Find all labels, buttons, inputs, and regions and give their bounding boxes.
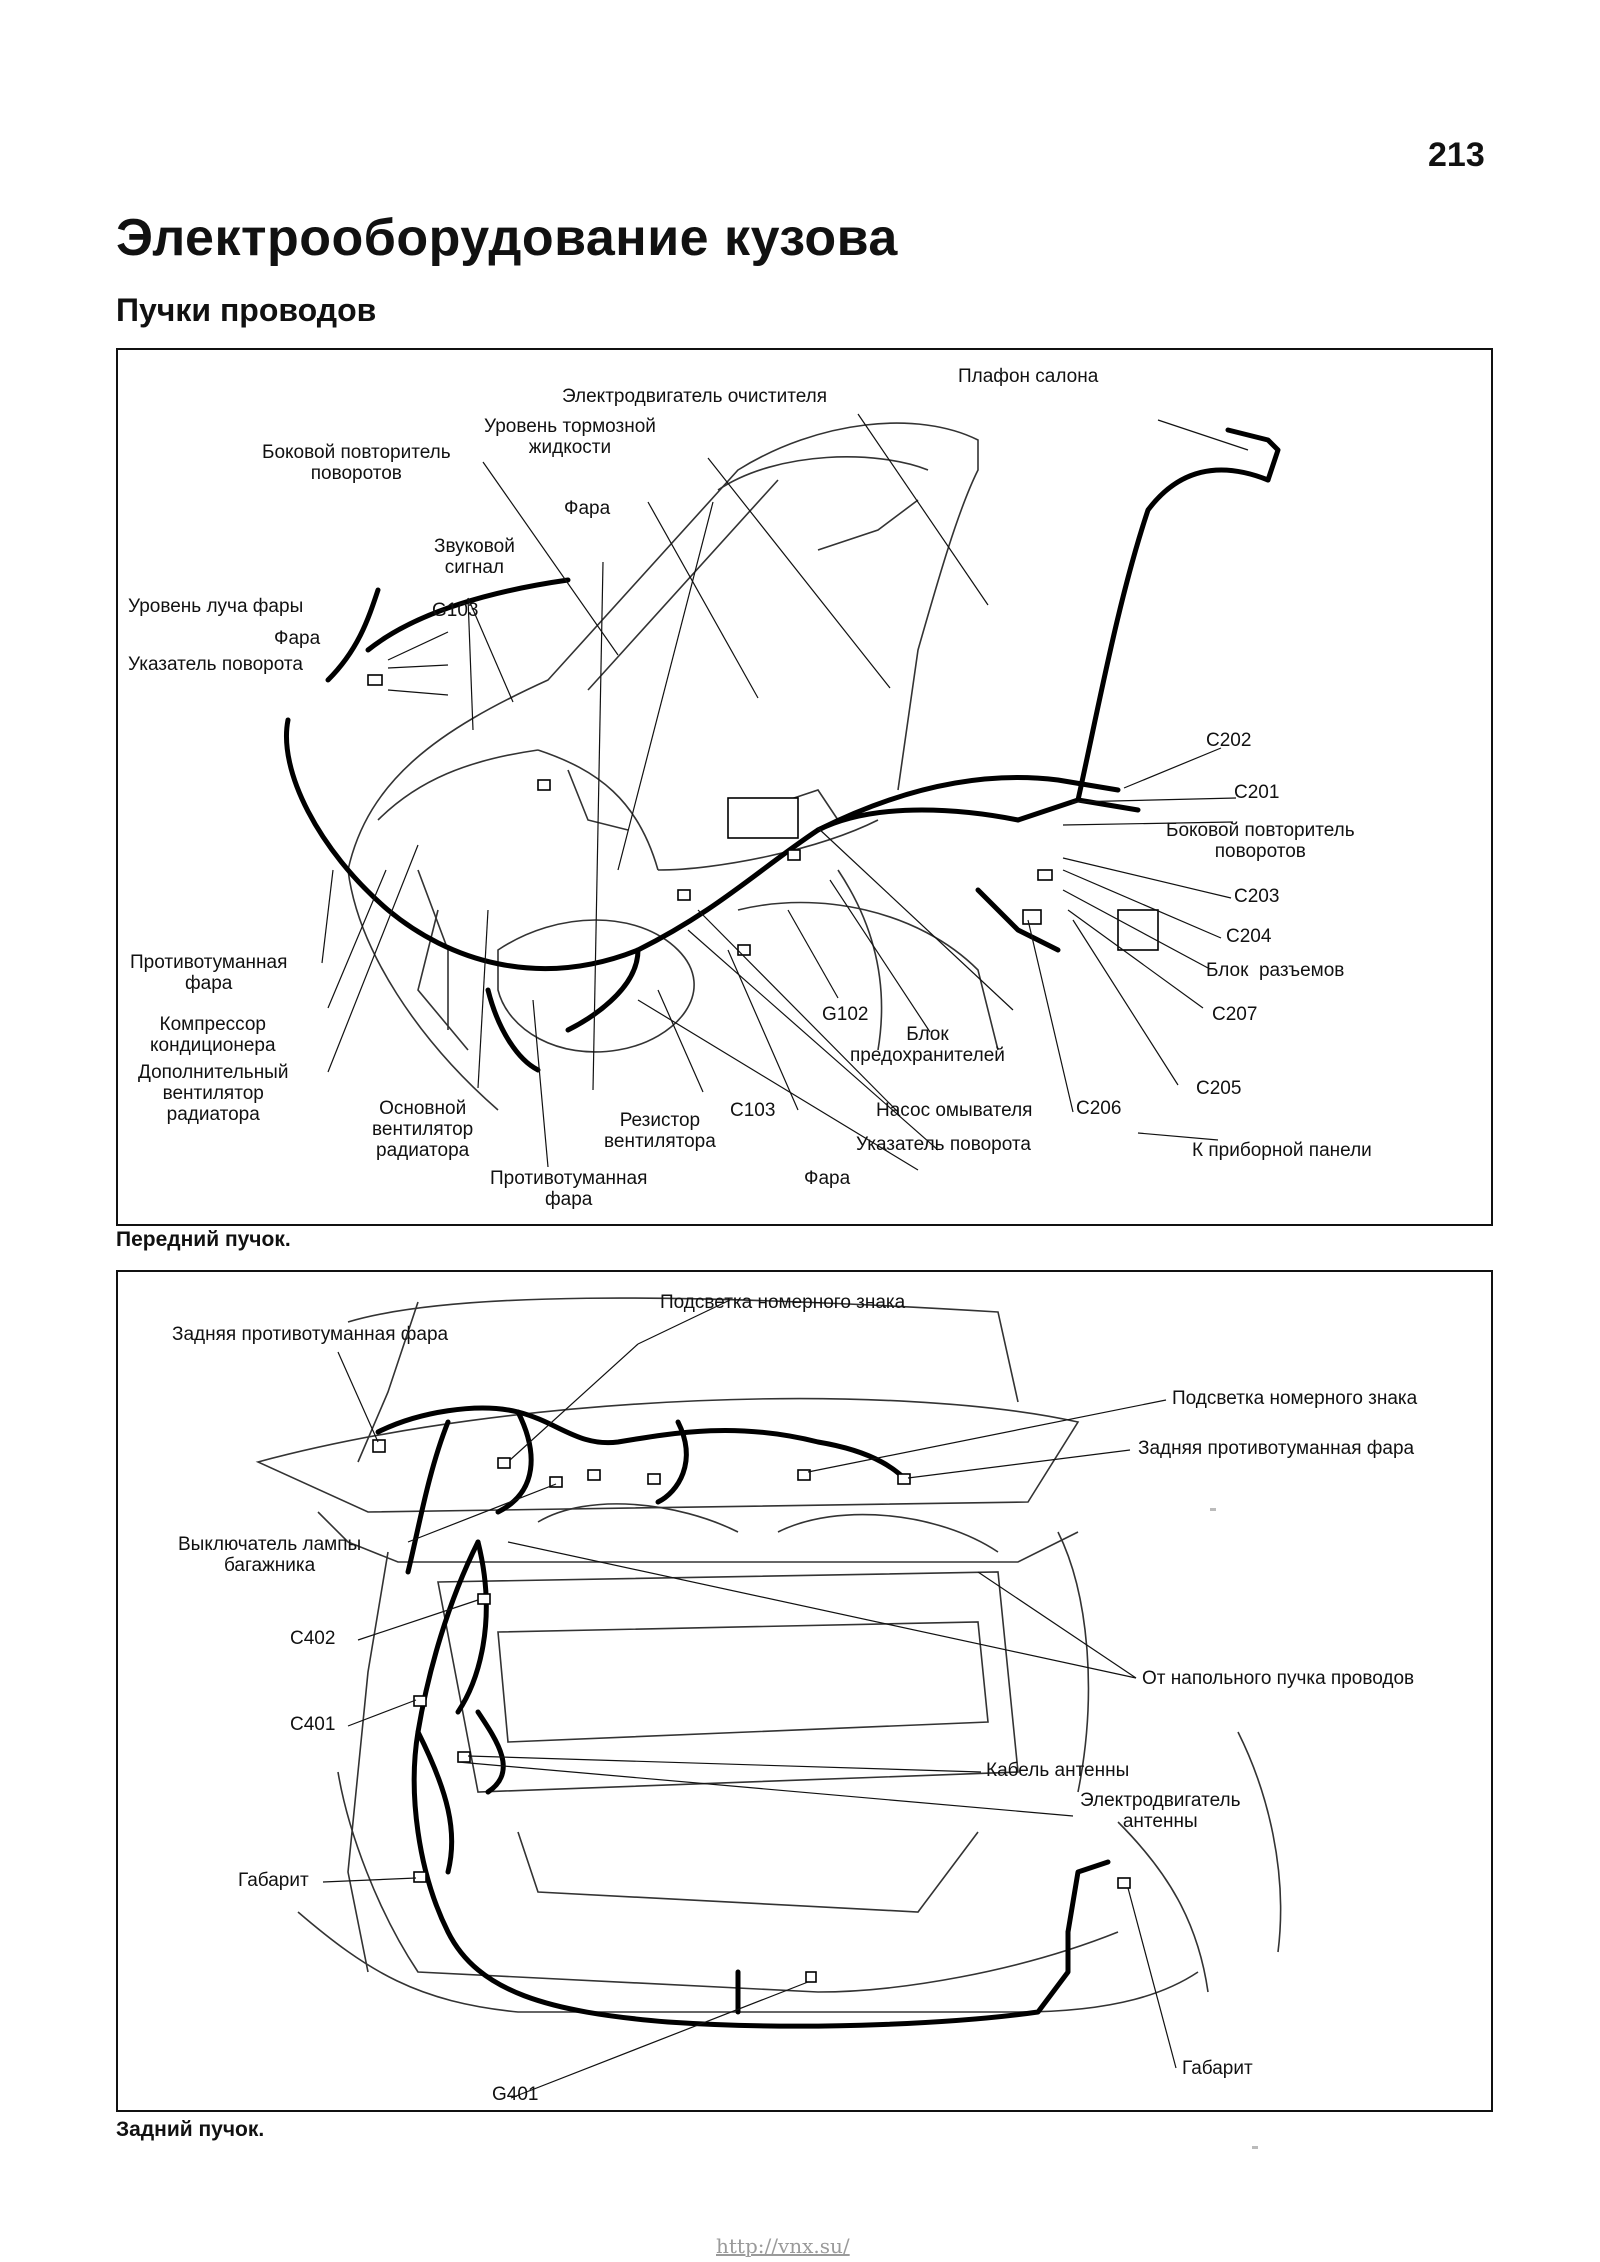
front-harness-diagram: Плафон салона Электродвигатель очистител… [116,348,1493,1226]
label-wiper-motor: Электродвигатель очистителя [562,386,828,407]
rear-harness-diagram: Подсветка номерного знака Задняя противо… [116,1270,1493,2112]
page-title: Электрооборудование кузова [116,209,898,267]
label-c402: C402 [290,1628,336,1649]
label-rear-fog-right: Задняя противотуманная фара [1138,1438,1415,1459]
margin-mark [1210,1508,1216,1511]
label-side-marker-left: Габарит [238,1870,309,1891]
label-g401: G401 [492,2084,539,2105]
label-connector-block: Блок разъемов [1206,960,1345,981]
label-c401: C401 [290,1714,336,1735]
label-side-repeater-right: Боковой повторитель поворотов [1166,820,1355,862]
label-trunk-lamp-switch: Выключатель лампы багажника [178,1534,362,1576]
label-g102: G102 [822,1004,869,1025]
label-side-repeater-left: Боковой повторитель поворотов [262,442,451,484]
label-antenna-motor: Электродвигатель антенны [1080,1790,1241,1832]
label-c202: C202 [1206,730,1252,751]
label-c203: C203 [1234,886,1280,907]
label-headlamp-top: Фара [564,498,611,519]
label-c103: C103 [730,1100,776,1121]
label-c206: C206 [1076,1098,1122,1119]
label-brake-fluid-level: Уровень тормозной жидкости [484,416,656,458]
label-c207: C207 [1212,1004,1258,1025]
label-antenna-cable: Кабель антенны [986,1760,1130,1781]
rear-harness-caption: Задний пучок. [116,2118,265,2141]
footer-url[interactable]: http://vnx.su/ [716,2234,850,2258]
section-subtitle: Пучки проводов [116,292,377,328]
label-fog-lamp-left: Противотуманная фара [130,952,288,994]
label-c204: C204 [1226,926,1272,947]
label-turn-signal-left: Указатель поворота [128,654,303,675]
label-aux-radiator-fan: Дополнительный вентилятор радиатора [138,1062,289,1125]
margin-mark [1252,2146,1258,2149]
label-horn: Звуковой сигнал [434,536,515,578]
label-c201: C201 [1234,782,1280,803]
label-fog-lamp-bottom: Противотуманная фара [490,1168,648,1210]
label-turn-signal-right: Указатель поворота [856,1134,1031,1155]
label-fuse-block: Блок предохранителей [850,1024,1005,1066]
front-harness-caption: Передний пучок. [116,1228,291,1251]
label-washer-pump: Насос омывателя [876,1100,1033,1121]
rear-harness-drawing [255,1297,1282,2099]
label-plate-light-top: Подсветка номерного знака [660,1292,906,1313]
label-headlamp-bottom: Фара [804,1168,851,1189]
label-interior-lamp: Плафон салона [958,366,1099,387]
label-plate-light-right: Подсветка номерного знака [1172,1388,1418,1409]
label-ac-compressor: Компрессор кондиционера [150,1014,276,1056]
page-number: 213 [1428,136,1485,174]
label-to-instrument-panel: К приборной панели [1192,1140,1372,1161]
label-rear-fog-left: Задняя противотуманная фара [172,1324,449,1345]
label-g103: G103 [432,600,479,621]
front-harness-drawing [284,413,1281,1171]
label-beam-level: Уровень луча фары [128,596,304,617]
label-side-marker-right: Габарит [1182,2058,1253,2079]
label-fan-resistor: Резистор вентилятора [604,1110,716,1152]
label-headlamp-left: Фара [274,628,321,649]
label-from-floor-harness: От напольного пучка проводов [1142,1668,1415,1689]
label-c205: C205 [1196,1078,1242,1099]
label-main-radiator-fan: Основной вентилятор радиатора [372,1098,474,1161]
